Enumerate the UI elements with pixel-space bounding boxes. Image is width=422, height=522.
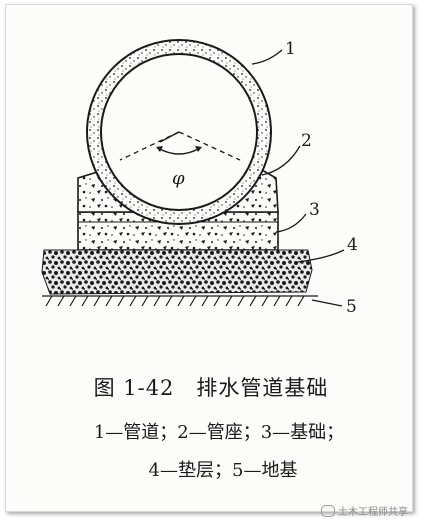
figure-title: 图 1-42 排水管道基础 xyxy=(0,372,422,402)
watermark: 土木工程师共享 xyxy=(321,503,408,518)
label-subgrade: 5 xyxy=(346,297,357,317)
angle-line-right xyxy=(178,131,241,161)
pipe-foundation-diagram: φ 1 2 3 4 5 xyxy=(41,39,358,317)
legend-line-2: 4—垫层；5—地基 xyxy=(148,460,298,481)
label-foundation: 3 xyxy=(309,200,320,220)
angle-arrow-right xyxy=(195,146,202,152)
figure-number: 图 1-42 xyxy=(93,376,175,400)
angle-arc xyxy=(157,147,201,155)
angle-label: φ xyxy=(172,168,185,189)
figure-title-text: 排水管道基础 xyxy=(196,376,329,400)
angle-line-top xyxy=(159,131,180,143)
gravel-cushion xyxy=(41,249,313,295)
label-cushion: 4 xyxy=(347,235,358,255)
label-saddle: 2 xyxy=(301,131,312,151)
subgrade-hatch xyxy=(42,295,318,307)
leader-lines xyxy=(251,49,345,307)
angle-arrow-left xyxy=(156,146,163,152)
legend-line-1: 1—管道；2—管座；3—基础； xyxy=(93,422,345,443)
watermark-text: 土木工程师共享 xyxy=(338,507,408,518)
label-pipe: 1 xyxy=(285,39,296,59)
wechat-icon xyxy=(321,504,335,517)
